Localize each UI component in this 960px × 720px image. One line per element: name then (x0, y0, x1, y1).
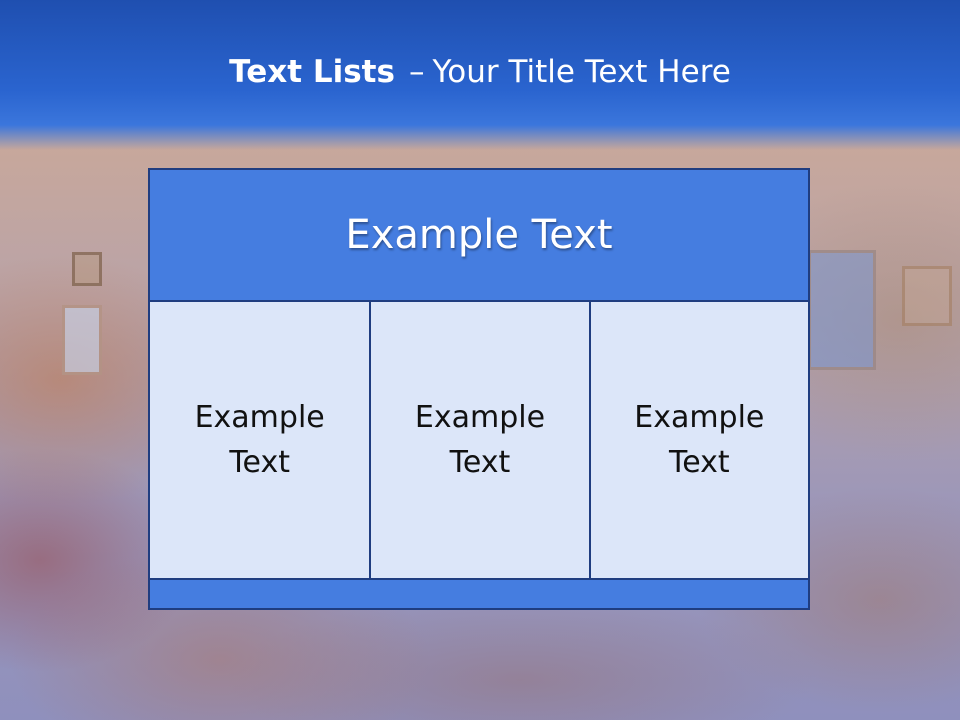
text-list-table: Example Text Example Text Example Text E… (148, 168, 810, 610)
table-body-row: Example Text Example Text Example Text (150, 302, 808, 578)
picture-frame-right (902, 266, 952, 326)
title-rest-part: Your Title Text Here (432, 54, 731, 90)
title-bold-part: Text Lists (229, 54, 395, 90)
picture-frame-left (72, 252, 102, 286)
table-cell-text: Example Text (414, 400, 546, 480)
window-left (62, 305, 102, 375)
window-right (808, 250, 876, 370)
table-cell-text: Example Text (634, 400, 765, 480)
table-cell-1: Example Text (150, 302, 370, 578)
table-cell-2: Example Text (369, 302, 589, 578)
title-band: Text Lists–Your Title Text Here (0, 0, 960, 150)
title-separator: – (408, 54, 425, 90)
table-header-cell: Example Text (150, 170, 808, 302)
table-footer-band (150, 578, 808, 608)
table-header-text: Example Text (345, 212, 613, 258)
table-cell-3: Example Text (588, 302, 808, 578)
table-cell-text: Example Text (194, 400, 325, 480)
slide-title: Text Lists–Your Title Text Here (0, 54, 960, 90)
